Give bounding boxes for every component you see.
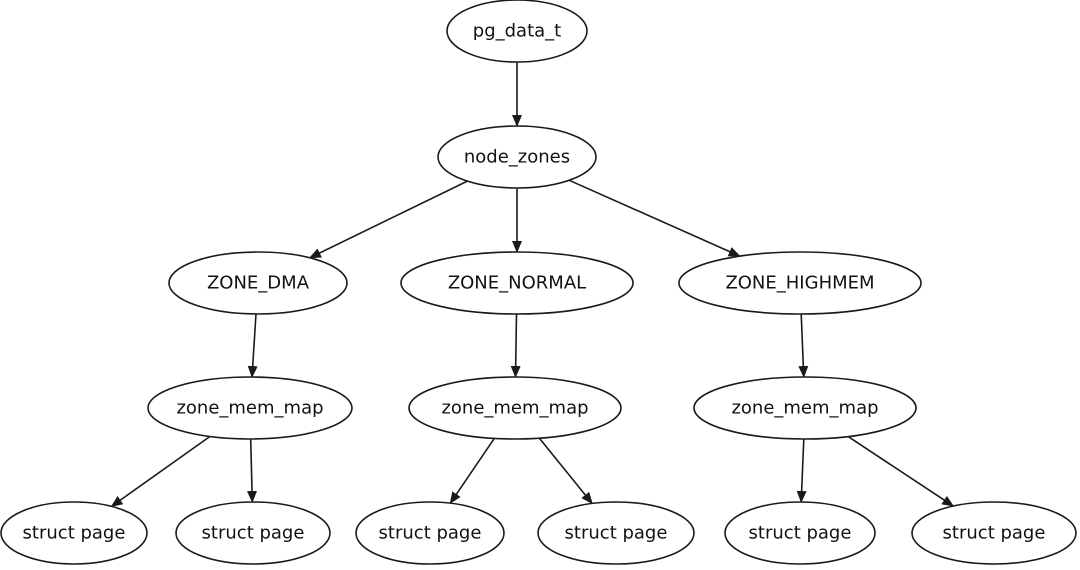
node-struct-page-highmem-2-shape	[911, 501, 1077, 565]
edge-node_zones-to-zone_dma	[308, 180, 468, 259]
node-struct-page-normal-2: struct page	[537, 501, 695, 565]
node-struct-page-normal-2-shape	[537, 501, 695, 565]
node-zone-dma-label: ZONE_DMA	[207, 273, 310, 294]
edges-layer	[110, 62, 955, 508]
node-struct-page-normal-1: struct page	[355, 501, 505, 565]
node-zone-mem-map-highmem-label: zone_mem_map	[731, 398, 878, 419]
edge-zone_dma-to-map_dma	[247, 313, 258, 378]
node-zone-normal-label: ZONE_NORMAL	[448, 273, 586, 294]
node-zone-mem-map-dma-label: zone_mem_map	[176, 398, 323, 419]
node-zone-mem-map-dma-shape	[147, 376, 353, 440]
node-zone-highmem-shape	[678, 251, 922, 315]
node-struct-page-highmem-2: struct page	[911, 501, 1077, 565]
edge-zone_highmem-to-map_highmem	[798, 313, 809, 378]
node-struct-page-dma-1-label: struct page	[23, 523, 126, 544]
node-pg-data-t-label: pg_data_t	[473, 21, 561, 42]
node-zone-mem-map-normal: zone_mem_map	[408, 376, 622, 440]
node-zone-dma-shape	[168, 251, 348, 315]
node-zone-mem-map-highmem-shape	[693, 376, 917, 440]
node-zone-mem-map-normal-label: zone_mem_map	[441, 398, 588, 419]
node-zone-dma: ZONE_DMA	[168, 251, 348, 315]
node-struct-page-dma-2-shape	[175, 501, 331, 565]
node-zone-normal-shape	[400, 251, 634, 315]
node-zone-mem-map-highmem: zone_mem_map	[693, 376, 917, 440]
edge-map_highmem-to-page_highmem_1	[796, 438, 807, 503]
edge-map_dma-to-page_dma_1	[110, 435, 211, 508]
edge-map_normal-to-page_normal_2	[538, 437, 593, 505]
node-pg-data-t: pg_data_t	[446, 0, 588, 63]
edge-map_dma-to-page_dma_2	[247, 438, 258, 503]
node-struct-page-highmem-2-label: struct page	[943, 523, 1046, 544]
node-struct-page-normal-2-label: struct page	[565, 523, 668, 544]
node-struct-page-normal-1-shape	[355, 501, 505, 565]
node-node-zones: node_zones	[437, 125, 597, 189]
node-pg-data-t-shape	[446, 0, 588, 63]
node-zone-mem-map-normal-shape	[408, 376, 622, 440]
node-struct-page-highmem-1-label: struct page	[749, 523, 852, 544]
node-struct-page-dma-1-shape	[0, 501, 148, 565]
node-zone-mem-map-dma: zone_mem_map	[147, 376, 353, 440]
edge-map_highmem-to-page_highmem_2	[847, 435, 955, 507]
node-struct-page-dma-1: struct page	[0, 501, 148, 565]
node-node-zones-shape	[437, 125, 597, 189]
edge-map_normal-to-page_normal_1	[449, 437, 495, 505]
node-struct-page-highmem-1: struct page	[724, 501, 876, 565]
edge-node_zones-to-zone_highmem	[568, 179, 741, 257]
edge-zone_normal-to-map_normal	[510, 313, 521, 378]
node-struct-page-normal-1-label: struct page	[379, 523, 482, 544]
node-struct-page-dma-2: struct page	[175, 501, 331, 565]
node-zone-highmem: ZONE_HIGHMEM	[678, 251, 922, 315]
node-zone-normal: ZONE_NORMAL	[400, 251, 634, 315]
node-zone-highmem-label: ZONE_HIGHMEM	[725, 273, 874, 294]
node-struct-page-dma-2-label: struct page	[202, 523, 305, 544]
node-node-zones-label: node_zones	[464, 147, 570, 168]
node-struct-page-highmem-1-shape	[724, 501, 876, 565]
